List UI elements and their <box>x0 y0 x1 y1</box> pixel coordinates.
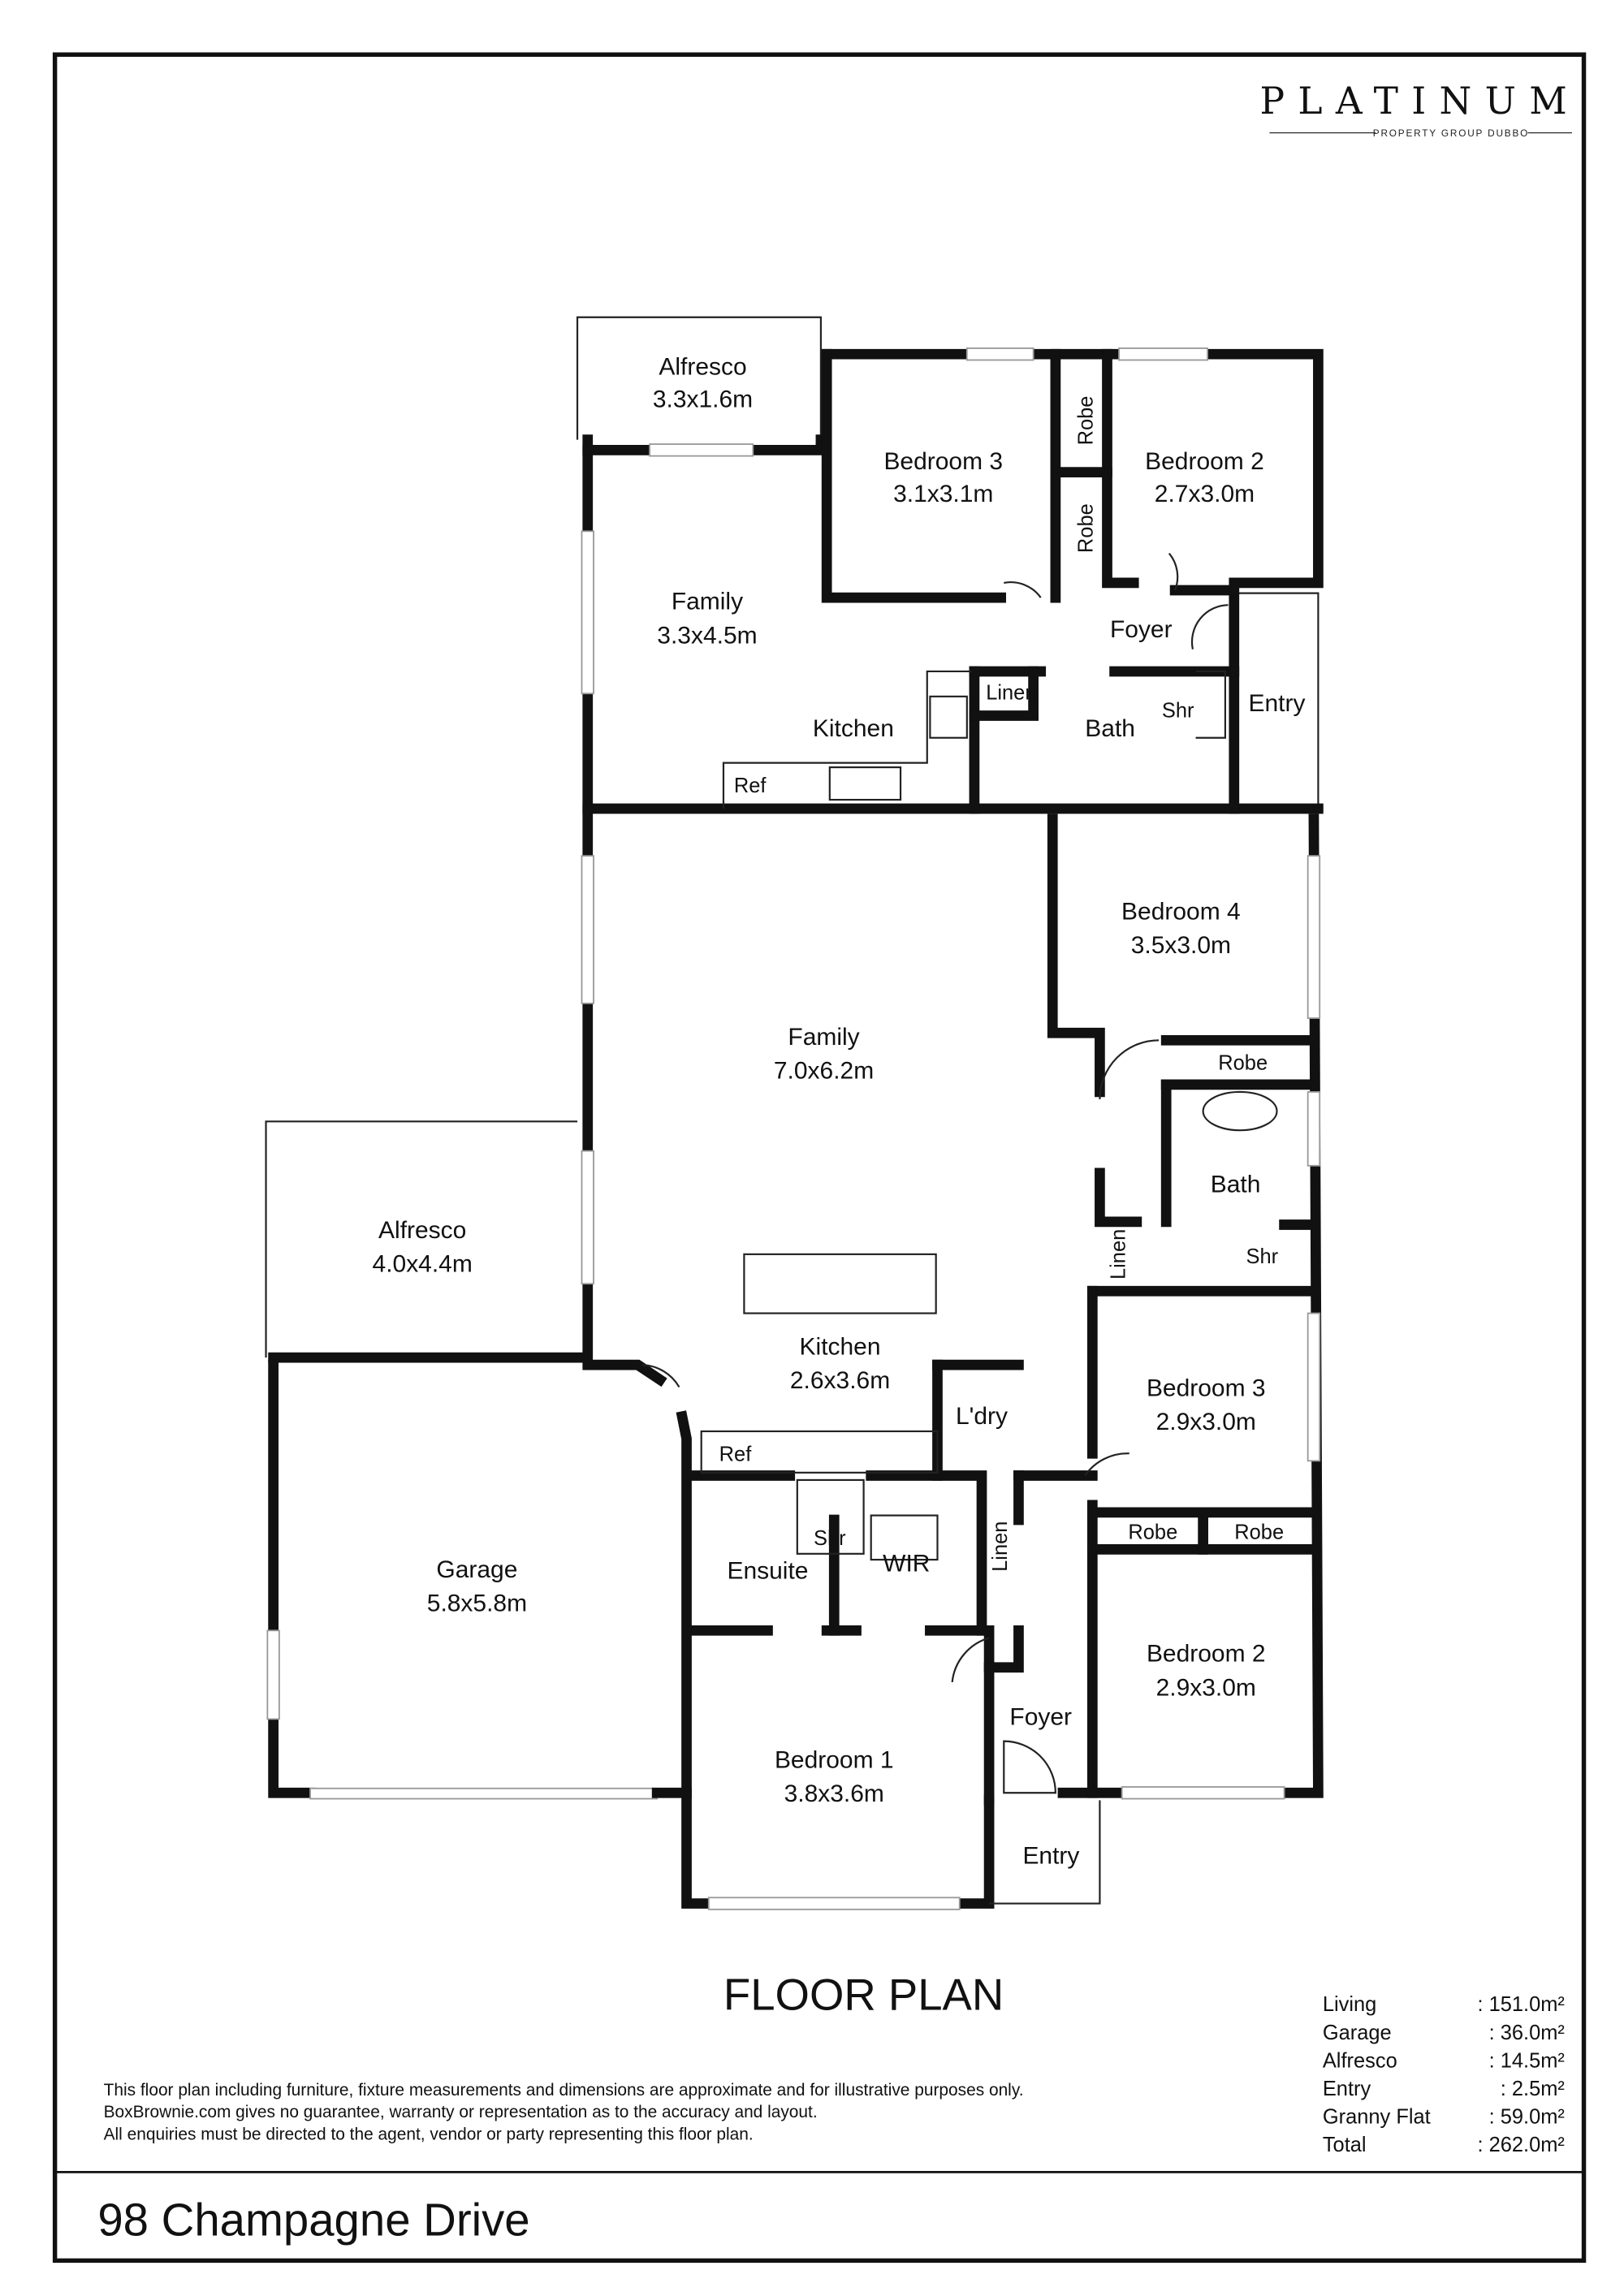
room-kitchen-name: Kitchen <box>800 1333 881 1360</box>
room-shower: Shr <box>1162 699 1194 722</box>
room-alfresco-dim: 4.0x4.4m <box>373 1251 473 1278</box>
room-family-dim: 7.0x6.2m <box>774 1058 874 1085</box>
room-bedroom1-name: Bedroom 1 <box>775 1746 894 1773</box>
area-label: Alfresco <box>1323 2049 1397 2072</box>
room-alfresco-name: Alfresco <box>659 354 746 381</box>
logo: PLATINUM PROPERTY GROUP DUBBO <box>1259 80 1580 139</box>
room-bedroom2-dim: 2.7x3.0m <box>1155 481 1255 507</box>
room-family-name: Family <box>672 589 743 615</box>
granny-flat-labels: Alfresco 3.3x1.6m Bedroom 3 3.1x3.1m Bed… <box>653 354 1306 797</box>
room-robe4: Robe <box>1218 1052 1268 1075</box>
room-foyer: Foyer <box>1110 616 1173 643</box>
area-value: : 14.5m² <box>1489 2049 1565 2072</box>
area-label: Living <box>1323 1993 1376 2016</box>
room-entry: Entry <box>1249 690 1306 717</box>
room-bedroom2-name: Bedroom 2 <box>1147 1640 1266 1667</box>
room-bedroom3-dim: 2.9x3.0m <box>1156 1409 1256 1435</box>
room-alfresco-name: Alfresco <box>378 1217 466 1244</box>
fridge-label: Ref <box>734 775 767 797</box>
plan-title: FLOOR PLAN <box>723 1970 1004 2019</box>
area-summary: Living : 151.0m² Garage : 36.0m² Alfresc… <box>1323 1993 1565 2156</box>
room-bedroom4-dim: 3.5x3.0m <box>1131 932 1231 959</box>
area-value: : 59.0m² <box>1489 2105 1565 2128</box>
room-foyer: Foyer <box>1009 1704 1072 1731</box>
room-robe1: Robe <box>1074 396 1097 446</box>
room-bedroom2-name: Bedroom 2 <box>1145 448 1264 475</box>
room-shower2: Shr <box>814 1527 846 1550</box>
house-walls <box>265 803 1324 1910</box>
room-robe3b: Robe <box>1234 1521 1284 1544</box>
fridge-label: Ref <box>719 1443 753 1465</box>
room-kitchen: Kitchen <box>813 715 894 742</box>
room-bedroom4-name: Bedroom 4 <box>1121 898 1241 925</box>
room-bedroom3-name: Bedroom 3 <box>1147 1375 1266 1401</box>
disclaimer-line: BoxBrownie.com gives no guarantee, warra… <box>104 2103 818 2121</box>
area-label: Total <box>1323 2134 1367 2156</box>
area-label: Garage <box>1323 2022 1392 2044</box>
room-laundry: L'dry <box>956 1403 1008 1430</box>
room-garage-name: Garage <box>436 1556 517 1583</box>
room-garage-dim: 5.8x5.8m <box>427 1590 527 1617</box>
area-value: : 262.0m² <box>1477 2134 1564 2156</box>
room-family-dim: 3.3x4.5m <box>657 622 757 649</box>
area-value: : 36.0m² <box>1489 2022 1565 2044</box>
room-bedroom1-dim: 3.8x3.6m <box>784 1780 884 1807</box>
logo-name: PLATINUM <box>1259 80 1580 123</box>
area-value: : 2.5m² <box>1501 2078 1565 2100</box>
logo-tagline: PROPERTY GROUP DUBBO <box>1373 127 1529 139</box>
room-ensuite: Ensuite <box>727 1558 808 1585</box>
room-robe2: Robe <box>1074 503 1097 553</box>
room-linen: Linen <box>986 681 1036 704</box>
disclaimer: This floor plan including furniture, fix… <box>104 2081 1024 2144</box>
room-family-name: Family <box>788 1024 859 1051</box>
property-address: 98 Champagne Drive <box>97 2194 529 2245</box>
room-entry: Entry <box>1022 1842 1079 1869</box>
granny-flat-walls <box>576 316 1324 814</box>
disclaimer-line: This floor plan including furniture, fix… <box>104 2081 1024 2100</box>
room-bedroom3-dim: 3.1x3.1m <box>893 481 993 507</box>
room-shower: Shr <box>1246 1245 1279 1268</box>
disclaimer-line: All enquiries must be directed to the ag… <box>104 2125 754 2143</box>
room-bath: Bath <box>1211 1172 1261 1198</box>
house-labels: Family 7.0x6.2m Bedroom 4 3.5x3.0m Robe … <box>373 898 1285 1869</box>
page-border <box>52 52 1587 2264</box>
area-label: Entry <box>1323 2078 1371 2100</box>
room-linen1: Linen <box>1107 1229 1129 1280</box>
room-bedroom2-dim: 2.9x3.0m <box>1156 1674 1256 1701</box>
room-bedroom3-name: Bedroom 3 <box>883 448 1003 475</box>
room-linen2: Linen <box>989 1521 1012 1572</box>
area-label: Granny Flat <box>1323 2105 1431 2128</box>
room-wir: WIR <box>883 1551 930 1577</box>
room-kitchen-dim: 2.6x3.6m <box>790 1367 890 1394</box>
area-value: : 151.0m² <box>1477 1993 1564 2016</box>
room-bath: Bath <box>1085 715 1135 742</box>
room-alfresco-dim: 3.3x1.6m <box>653 386 753 413</box>
room-robe3a: Robe <box>1128 1521 1177 1544</box>
